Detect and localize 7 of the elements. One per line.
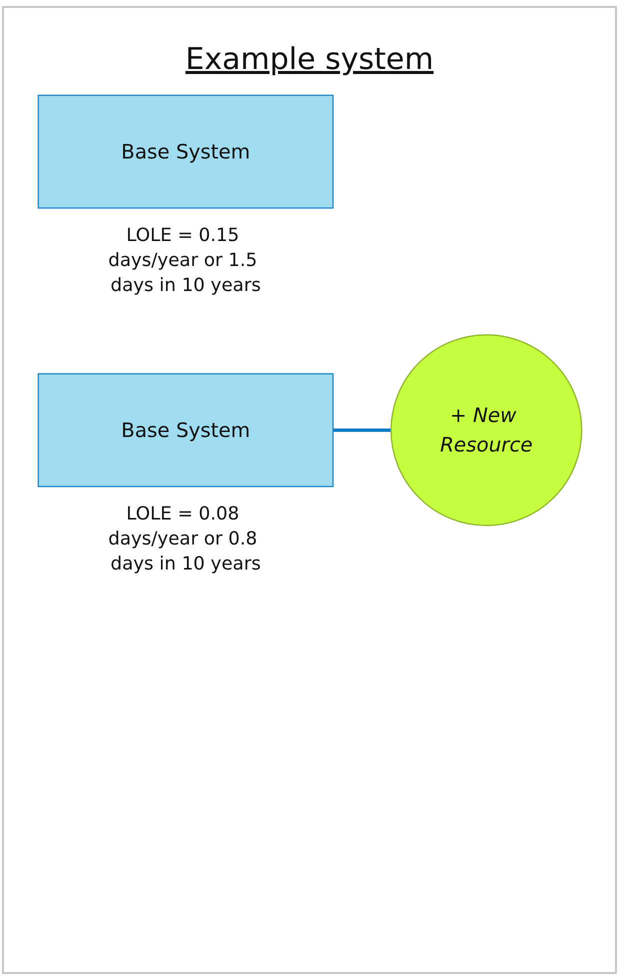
- caption-text: LOLE = 0.15 days/year or 1.5 days in 10 years: [108, 225, 260, 296]
- connector-line: [332, 428, 391, 432]
- system-box: Base System: [37, 373, 334, 488]
- caption-text: LOLE = 0.08 days/year or 0.8 days in 10 years: [108, 504, 260, 574]
- system-box: Base System: [37, 94, 334, 209]
- resource-circle: + New Resource: [390, 334, 582, 526]
- diagram-title: Example system: [184, 42, 435, 77]
